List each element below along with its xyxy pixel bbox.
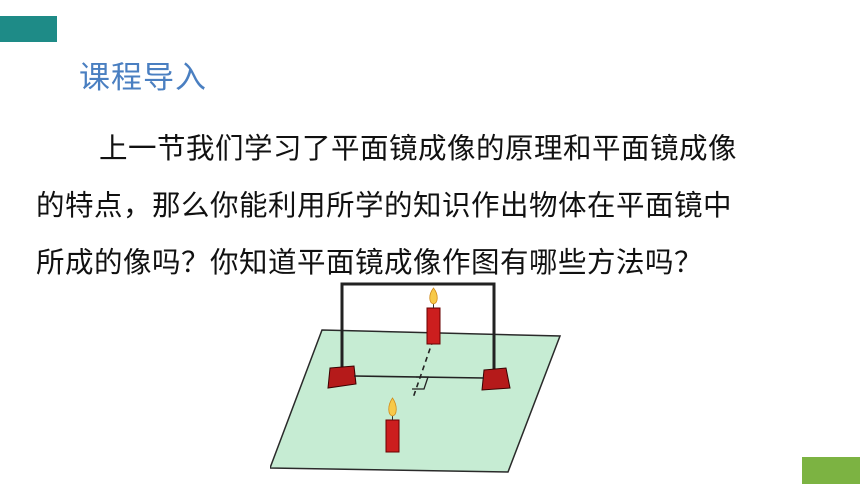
object-image-line [412,339,434,399]
mirror-frame [340,282,496,376]
paragraph-line: 所成的像吗？你知道平面镜成像作图有哪些方法吗？ [36,246,704,279]
plane-mirror-candle-icon [270,282,562,473]
object-candle [385,419,400,453]
corner-decoration-bar [0,16,57,42]
left-stand [327,365,357,389]
right-angle-mark [412,376,429,390]
paragraph-line: 的特点，那么你能利用所学的知识作出物体在平面镜中 [36,189,733,222]
object-flame [388,397,397,417]
intro-paragraph: 上一节我们学习了平面镜成像的原理和平面镜成像 的特点，那么你能利用所学的知识作出… [36,120,836,291]
corner-decoration-tab [802,457,860,484]
image-candle [426,307,441,345]
slide-title: 课程导入 [79,60,207,96]
table-surface [270,329,562,473]
paragraph-line: 上一节我们学习了平面镜成像的原理和平面镜成像 [99,132,738,165]
right-stand [481,367,511,391]
image-flame [429,287,438,305]
